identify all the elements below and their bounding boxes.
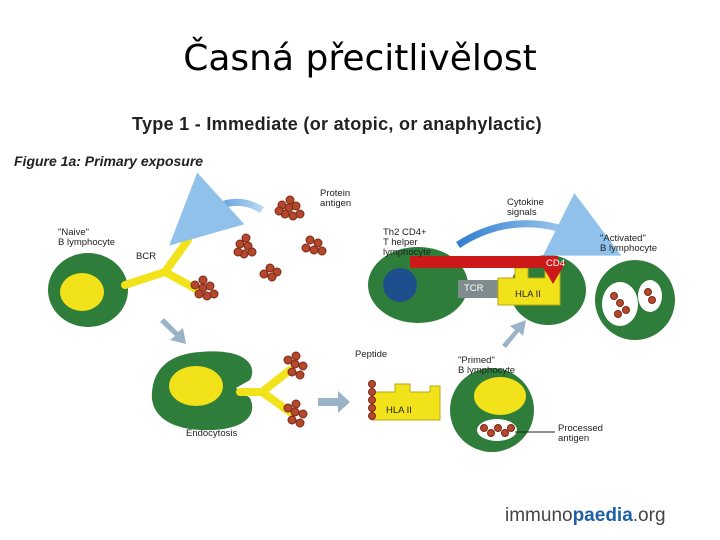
label-bcr: BCR (136, 252, 156, 262)
label-activated-b: "Activated" B lymphocyte (600, 234, 657, 254)
label-hla-ii-top: HLA II (515, 290, 541, 300)
immunopaedia-logo: immunopaedia.org (505, 505, 666, 527)
label-cytokine-signals: Cytokine signals (507, 198, 544, 218)
activated-b-cell (595, 260, 675, 340)
label-processed-antigen: Processed antigen (558, 424, 603, 444)
logo-prefix: immuno (505, 505, 573, 526)
grey-arrow-up (502, 320, 526, 348)
logo-suffix: .org (633, 505, 666, 526)
peptide-chain (369, 381, 376, 420)
label-protein-antigen: Protein antigen (320, 189, 351, 209)
endocytosis-antigen (284, 352, 307, 427)
label-hla-ii-bottom: HLA II (386, 406, 412, 416)
primed-b-cell (450, 368, 534, 452)
grey-arrow-down (160, 318, 186, 344)
logo-brand: paedia (573, 505, 633, 526)
label-cd4: CD4 (546, 259, 565, 269)
label-primed-b: "Primed" B lymphocyte (458, 356, 515, 376)
label-th2-cell: Th2 CD4+ T helper lymphocyte (383, 228, 431, 258)
bcr-receptor (125, 240, 198, 290)
label-naive-b: "Naive" B lymphocyte (58, 228, 115, 248)
grey-arrow-right (318, 391, 350, 413)
naive-b-cell (48, 253, 128, 327)
label-peptide: Peptide (355, 350, 387, 360)
label-endocytosis: Endocytosis (186, 429, 237, 439)
label-tcr: TCR (464, 284, 484, 294)
blue-arc-arrow-left (195, 202, 262, 222)
blue-arc-arrow-right (458, 224, 590, 245)
